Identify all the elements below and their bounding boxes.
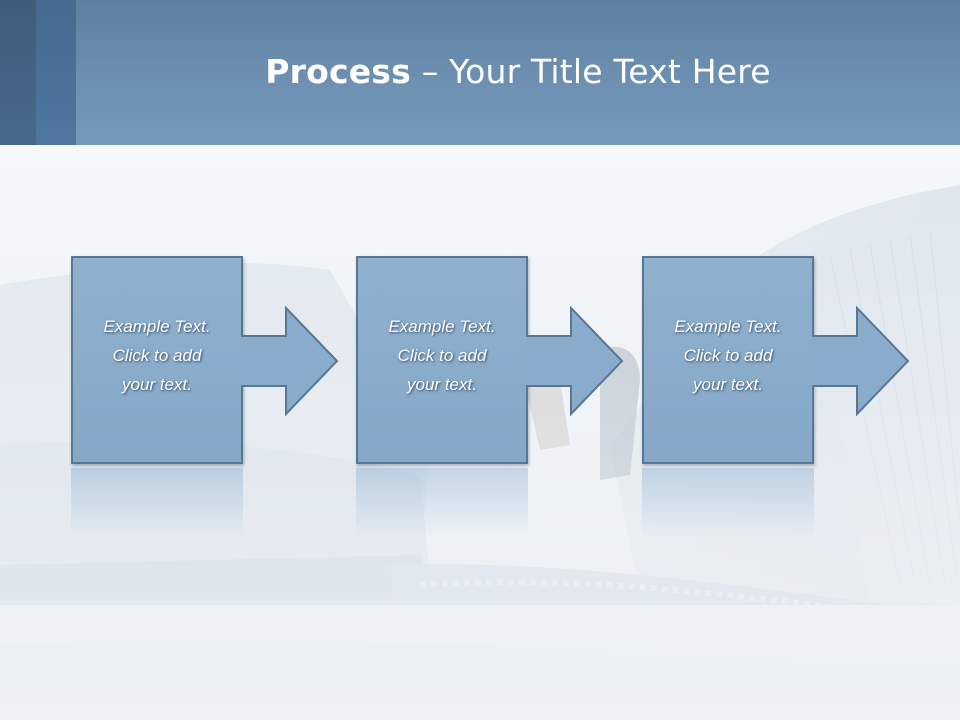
step-text-line: Example Text. [388, 317, 496, 336]
step-text-line: your text. [122, 375, 192, 394]
step-text-line: Example Text. [103, 317, 211, 336]
title-rest-part: Your Title Text Here [449, 52, 771, 91]
step-box[interactable] [356, 256, 528, 464]
header-stripe-accent [36, 0, 76, 145]
step-text[interactable]: Example Text. Click to add your text. [71, 312, 243, 399]
title-dash: – [421, 52, 439, 91]
step-text-line: Click to add [112, 346, 202, 365]
arrow-right-icon [241, 306, 339, 416]
arrow-right-icon [812, 306, 910, 416]
process-step-2[interactable]: Example Text. Click to add your text. [356, 256, 626, 468]
process-step-1[interactable]: Example Text. Click to add your text. [71, 256, 341, 468]
process-step-3[interactable]: Example Text. Click to add your text. [642, 256, 912, 468]
step-text-line: your text. [407, 375, 477, 394]
slide-title[interactable]: Process – Your Title Text Here [76, 52, 960, 91]
step-text-line: Click to add [397, 346, 487, 365]
title-bold-part: Process [265, 52, 411, 91]
step-text[interactable]: Example Text. Click to add your text. [356, 312, 528, 399]
step-box[interactable] [71, 256, 243, 464]
step-reflection [642, 468, 814, 538]
arrow-right-icon [526, 306, 624, 416]
step-text-line: your text. [693, 375, 763, 394]
step-text-line: Click to add [683, 346, 773, 365]
title-bar: Process – Your Title Text Here [0, 0, 960, 145]
step-reflection [356, 468, 528, 538]
header-stripe-dark [0, 0, 36, 145]
step-text-line: Example Text. [674, 317, 782, 336]
step-reflection [71, 468, 243, 538]
step-text[interactable]: Example Text. Click to add your text. [642, 312, 814, 399]
